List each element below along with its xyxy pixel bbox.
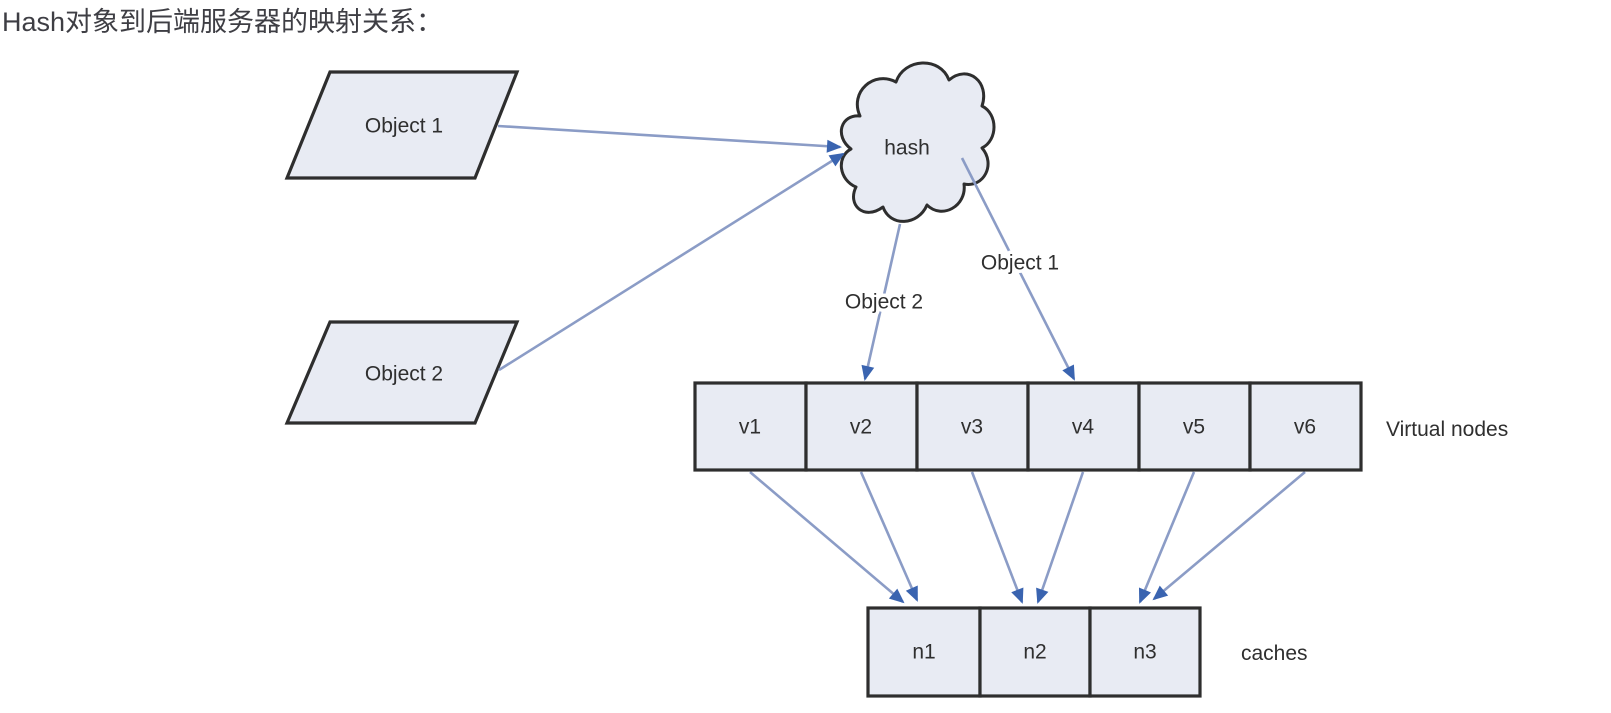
virtual-node-label-v3: v3	[961, 416, 983, 439]
virtual-node-label-v6: v6	[1294, 416, 1316, 439]
arrow-hash-to-v2	[861, 223, 902, 381]
virtual-node-label-v1: v1	[739, 416, 761, 439]
arrow-v4-to-n2	[1036, 471, 1085, 604]
flow-label-object2: Object 2	[845, 291, 923, 314]
arrow-v3-to-n2	[970, 471, 1024, 604]
virtual-node-label-v4: v4	[1072, 416, 1095, 439]
object-1-label: Object 1	[365, 115, 443, 138]
arrow-v6-to-n3	[1152, 471, 1306, 601]
arrow-v5-to-n3	[1138, 471, 1196, 604]
page-title: Hash对象到后端服务器的映射关系：	[2, 7, 444, 37]
arrow-object1-to-hash	[497, 124, 842, 153]
arrow-hash-to-v4	[960, 157, 1076, 381]
arrow-object2-to-hash	[498, 152, 845, 372]
arrow-v1-to-n1	[749, 471, 905, 604]
virtual-node-label-v5: v5	[1183, 416, 1205, 439]
virtual-node-box-v6	[1248, 381, 1363, 472]
object-1-shape	[284, 70, 520, 180]
object-2-shape	[284, 320, 520, 425]
virtual-node-box-v3	[915, 381, 1030, 472]
cache-label-n1: n1	[912, 641, 935, 664]
virtual-node-box-v2	[804, 381, 919, 472]
object-2-label: Object 2	[365, 363, 443, 386]
flow-label-object1: Object 1	[981, 252, 1059, 275]
virtual-nodes-caption: Virtual nodes	[1386, 418, 1508, 441]
cache-label-n2: n2	[1023, 641, 1046, 664]
hash-cloud-shape	[839, 61, 996, 223]
hash-cloud-label: hash	[884, 137, 930, 160]
arrow-v2-to-n1	[859, 471, 919, 602]
caches-caption: caches	[1241, 642, 1308, 665]
virtual-node-label-v2: v2	[850, 416, 872, 439]
virtual-node-box-v5	[1137, 381, 1252, 472]
virtual-node-box-v4	[1026, 381, 1141, 472]
cache-box-n1	[866, 606, 982, 698]
cache-label-n3: n3	[1133, 641, 1156, 664]
cache-box-n3	[1088, 606, 1202, 698]
